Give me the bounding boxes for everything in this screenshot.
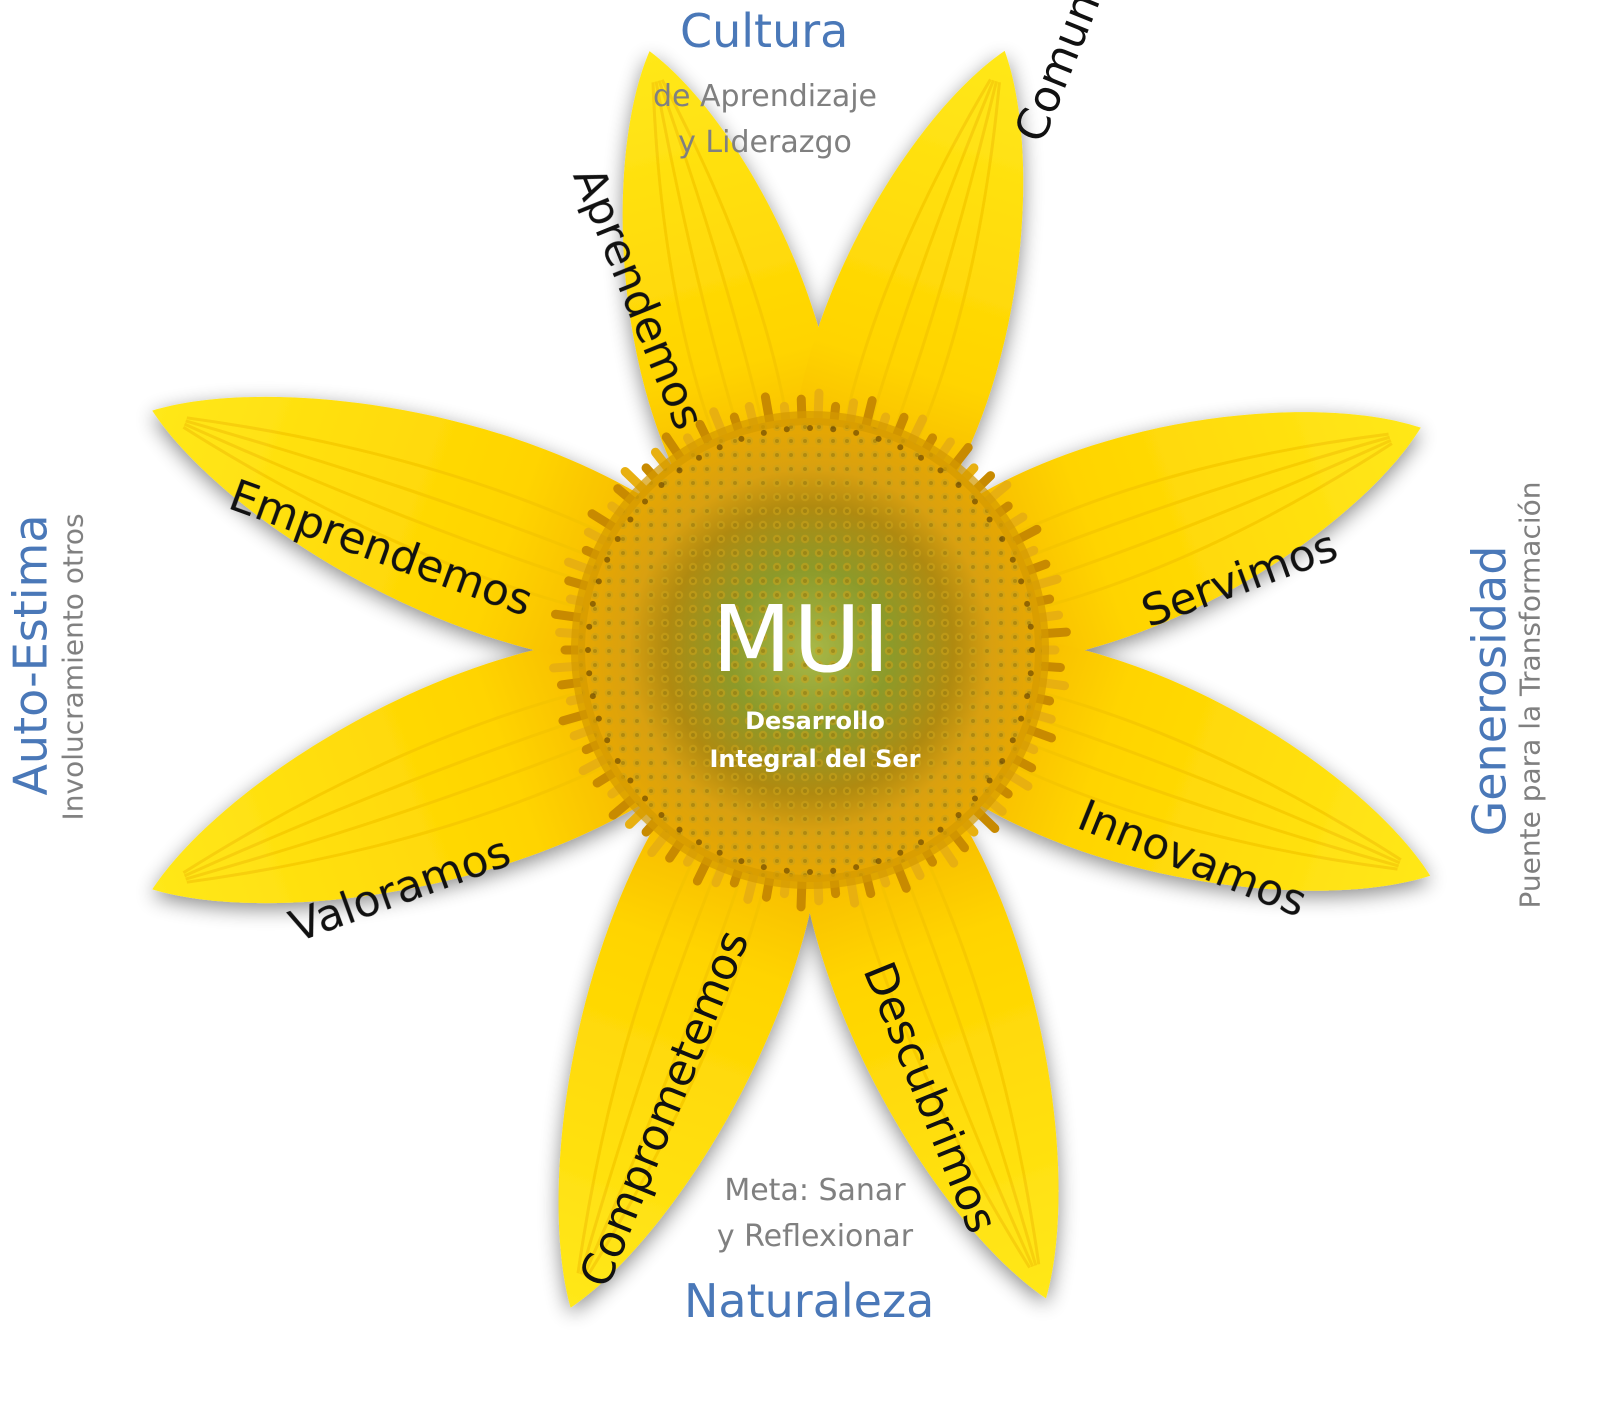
disc-floret [986, 777, 993, 784]
disc-floret [1029, 647, 1035, 653]
category-top-subtitle-line1: de Aprendizaje [652, 79, 878, 114]
disc-floret [875, 858, 882, 865]
disc-floret [676, 467, 683, 474]
disc-floret [1018, 715, 1025, 722]
disc-floret [738, 435, 745, 442]
disc-floret [716, 849, 723, 856]
disc-floret [1027, 623, 1034, 630]
disc-floret [1024, 693, 1031, 700]
category-bottom-subtitle-line2: y Reflexionar [716, 1219, 914, 1254]
disc-floret [971, 795, 978, 802]
disc-floret [1024, 600, 1031, 607]
disc-floret [897, 849, 904, 856]
disc-floret [830, 867, 837, 874]
disc-floret [627, 777, 634, 784]
disc-floret [738, 858, 745, 865]
disc-floret [676, 826, 683, 833]
category-right-subtitle: Puente para la Transformación [1513, 481, 1547, 909]
category-left-subtitle: Involucramiento otros [56, 513, 90, 821]
disc-floret [955, 811, 962, 818]
disc-floret [585, 647, 591, 653]
disc-floret [716, 444, 723, 451]
category-top-subtitle: de Aprendizaje y Liderazgo [640, 74, 890, 166]
center-subtitle-line1: Desarrollo [745, 707, 885, 735]
disc-floret [897, 444, 904, 451]
disc-floret [999, 536, 1006, 542]
disc-floret [807, 425, 813, 431]
disc-floret [1009, 556, 1016, 563]
disc-floret [1009, 737, 1016, 744]
disc-floret [937, 467, 944, 474]
disc-floret [760, 429, 767, 436]
disc-floret [604, 556, 611, 563]
disc-floret [783, 426, 790, 433]
disc-floret [586, 623, 593, 630]
disc-floret [918, 839, 924, 846]
category-bottom-title: Naturaleza [684, 1274, 935, 1328]
petal-shape [558, 742, 825, 1308]
center-title: MUI [712, 586, 892, 693]
disc-floret [875, 435, 882, 442]
disc-floret [642, 795, 649, 802]
center-seed-pattern [578, 418, 1042, 882]
disc-floret [595, 578, 602, 585]
disc-floret [955, 482, 962, 489]
disc-floret [658, 482, 665, 489]
disc-floret [999, 758, 1006, 764]
disc-floret [696, 839, 702, 846]
disc-floret [1018, 578, 1025, 585]
disc-floret [1027, 670, 1034, 677]
disc-floret [658, 811, 665, 818]
center-subtitle: Desarrollo Integral del Ser [680, 702, 950, 778]
category-top-subtitle-line2: y Liderazgo [678, 125, 852, 160]
disc-floret [760, 864, 767, 871]
disc-floret [853, 864, 860, 871]
category-left-title: Auto-Estima [3, 514, 58, 796]
category-bottom-subtitle-line1: Meta: Sanar [724, 1173, 906, 1208]
disc-floret [783, 867, 790, 874]
category-bottom-subtitle: Meta: Sanar y Reflexionar [690, 1168, 940, 1260]
disc-floret [586, 670, 593, 677]
disc-floret [918, 454, 924, 461]
disc-floret [589, 600, 596, 607]
disc-floret [807, 869, 813, 875]
disc-floret [642, 498, 649, 505]
center-subtitle-line2: Integral del Ser [709, 745, 921, 773]
disc-floret [986, 516, 993, 523]
disc-floret [853, 429, 860, 436]
disc-floret [589, 693, 596, 700]
disc-floret [604, 737, 611, 744]
disc-floret [614, 536, 621, 542]
disc-floret [830, 426, 837, 433]
disc-floret [696, 454, 702, 461]
category-top-title: Cultura [680, 4, 849, 58]
disc-floret [971, 498, 978, 505]
disc-floret [595, 715, 602, 722]
disc-floret [627, 516, 634, 523]
disc-floret [937, 826, 944, 833]
center-disc-rim [571, 411, 1049, 889]
disc-floret [614, 758, 621, 764]
